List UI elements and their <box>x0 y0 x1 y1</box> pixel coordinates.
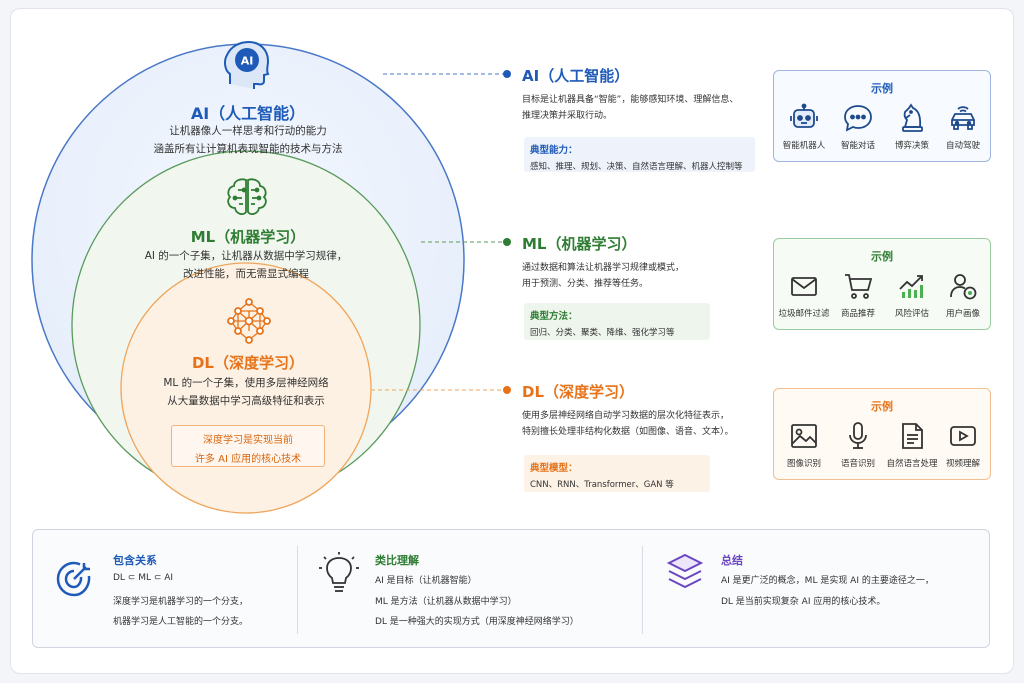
ml-examples-card: 示例 垃圾邮件过滤 商品推荐 风险评估 用户画像 <box>773 238 991 330</box>
ml-example-persona: 用户画像 <box>936 271 990 319</box>
ai-examples-title: 示例 <box>871 82 893 95</box>
dl-note-box: 深度学习是实现当前 许多 AI 应用的核心技术 <box>171 425 325 467</box>
dl-models-text: CNN、RNN、Transformer、GAN 等 <box>530 480 674 490</box>
ml-methods-box: 典型方法： 回归、分类、聚类、降维、强化学习等 <box>524 303 710 340</box>
ml-circle-desc-2: 改进性能，而无需显式编程 <box>183 268 309 280</box>
dl-example-video: 视频理解 <box>936 421 990 469</box>
neural-network-icon <box>226 298 272 344</box>
ai-section-desc-1: 目标是让机器具备“智能”，能够感知环境、理解信息、 <box>522 95 739 105</box>
ai-circle-desc-2: 涵盖所有让计算机表现智能的技术与方法 <box>153 143 343 155</box>
ml-section-desc-1: 通过数据和算法让机器学习规律或模式， <box>522 263 685 273</box>
analogy-line-3: DL 是一种强大的实现方式（用深度神经网络学习） <box>375 617 579 627</box>
ml-examples-title: 示例 <box>871 250 893 263</box>
divider <box>297 546 298 634</box>
dl-examples-card: 示例 图像识别 语音识别 自然语言处理 视频理解 <box>773 388 991 480</box>
ai-example-car: 自动驾驶 <box>936 103 990 151</box>
dl-models-label: 典型模型： <box>530 463 578 474</box>
ml-section-desc-2: 用于预测、分类、推荐等任务。 <box>522 279 649 289</box>
dl-example-label: 自然语言处理 <box>886 459 938 469</box>
summary-line-1: AI 是更广泛的概念，ML 是实现 AI 的主要途径之一， <box>721 576 934 586</box>
robot-icon <box>790 103 818 128</box>
image-icon <box>791 424 817 448</box>
ml-example-label: 商品推荐 <box>840 309 875 319</box>
chess-knight-icon <box>902 103 923 132</box>
inclusion-line-2: 深度学习是机器学习的一个分支， <box>113 597 249 607</box>
dl-section-desc-1: 使用多层神经网络自动学习数据的层次化特征表示， <box>522 411 730 421</box>
dl-note-line-2: 许多 AI 应用的核心技术 <box>194 454 302 465</box>
ml-circle-title: ML（机器学习） <box>190 228 306 246</box>
summary-line-2: DL 是当前实现复杂 AI 应用的核心技术。 <box>721 597 886 607</box>
dl-circle-desc-2: 从大量数据中学习高级特征和表示 <box>167 395 325 407</box>
document-icon <box>902 423 923 449</box>
target-icon <box>56 561 91 597</box>
ai-example-chess: 博弈决策 <box>885 103 939 151</box>
ai-head-icon: AI <box>222 38 272 90</box>
ai-section-title: AI（人工智能） <box>522 67 630 85</box>
analogy-title: 类比理解 <box>375 554 419 567</box>
ml-example-label: 用户画像 <box>945 309 980 319</box>
analogy-line-1: AI 是目标（让机器智能） <box>375 576 477 586</box>
video-icon <box>950 426 976 446</box>
ai-circle-title: AI（人工智能） <box>190 104 306 123</box>
inclusion-title: 包含关系 <box>113 554 157 567</box>
ai-circle-desc-1: 让机器像人一样思考和行动的能力 <box>169 125 327 137</box>
dl-circle-desc-1: ML 的一个子集，使用多层神经网络 <box>163 377 329 389</box>
ai-example-label: 智能机器人 <box>782 141 826 151</box>
analogy-line-2: ML 是方法（让机器从数据中学习） <box>375 597 517 607</box>
dl-example-voice: 语音识别 <box>831 421 885 469</box>
chat-icon <box>844 105 872 132</box>
ai-example-label: 智能对话 <box>840 141 875 151</box>
dl-example-label: 语音识别 <box>840 459 875 469</box>
ml-section-title: ML（机器学习） <box>522 235 637 253</box>
ml-example-mail: 垃圾邮件过滤 <box>777 271 831 319</box>
ai-capabilities-box: 典型能力： 感知、推理、规划、决策、自然语言理解、机器人控制等 <box>524 137 755 172</box>
dl-section-desc-2: 特别擅长处理非结构化数据（如图像、语音、文本）。 <box>522 427 734 437</box>
user-target-icon <box>950 274 977 300</box>
dl-models-box: 典型模型： CNN、RNN、Transformer、GAN 等 <box>524 455 710 492</box>
ml-example-cart: 商品推荐 <box>831 271 885 319</box>
summary-panel: 包含关系 DL ⊂ ML ⊂ AI 深度学习是机器学习的一个分支， 机器学习是人… <box>32 529 990 648</box>
ai-example-label: 自动驾驶 <box>945 141 980 151</box>
ml-methods-label: 典型方法： <box>530 311 578 322</box>
svg-text:AI: AI <box>241 55 254 68</box>
dl-example-image: 图像识别 <box>777 421 831 469</box>
inclusion-line-3: 机器学习是人工智能的一个分支。 <box>113 617 249 627</box>
ai-capabilities-label: 典型能力： <box>530 145 578 156</box>
summary-title: 总结 <box>721 554 743 567</box>
brain-circuit-icon <box>222 176 272 218</box>
ai-example-robot: 智能机器人 <box>777 103 831 151</box>
mail-icon <box>791 277 817 296</box>
lightbulb-icon <box>319 552 359 592</box>
ml-example-label: 风险评估 <box>894 309 929 319</box>
ml-example-label: 垃圾邮件过滤 <box>778 309 830 319</box>
dl-example-label: 图像识别 <box>786 459 821 469</box>
microphone-icon <box>849 422 867 449</box>
dl-example-nlp: 自然语言处理 <box>885 421 939 469</box>
ai-capabilities-text: 感知、推理、规划、决策、自然语言理解、机器人控制等 <box>530 162 743 172</box>
dl-examples-title: 示例 <box>871 400 893 413</box>
cart-icon <box>845 274 873 299</box>
ai-example-chat: 智能对话 <box>831 103 885 151</box>
ml-example-risk: 风险评估 <box>885 271 939 319</box>
car-icon <box>951 106 975 130</box>
ai-examples-card: 示例 智能机器人 智能对话 博弈决策 自动驾驶 <box>773 70 991 162</box>
dl-circle-title: DL（深度学习） <box>191 354 304 372</box>
ml-circle-desc-1: AI 的一个子集，让机器从数据中学习规律， <box>144 250 348 262</box>
ml-methods-text: 回归、分类、聚类、降维、强化学习等 <box>530 328 675 338</box>
dl-section-title: DL（深度学习） <box>522 383 635 401</box>
inclusion-line-1: DL ⊂ ML ⊂ AI <box>113 573 174 583</box>
dl-note-line-1: 深度学习是实现当前 <box>203 435 293 446</box>
layers-icon <box>666 553 704 589</box>
chart-icon <box>899 275 923 298</box>
ai-section-desc-2: 推理决策并采取行动。 <box>522 111 613 121</box>
dl-example-label: 视频理解 <box>945 459 980 469</box>
divider <box>642 546 643 634</box>
ai-example-label: 博弈决策 <box>894 141 929 151</box>
